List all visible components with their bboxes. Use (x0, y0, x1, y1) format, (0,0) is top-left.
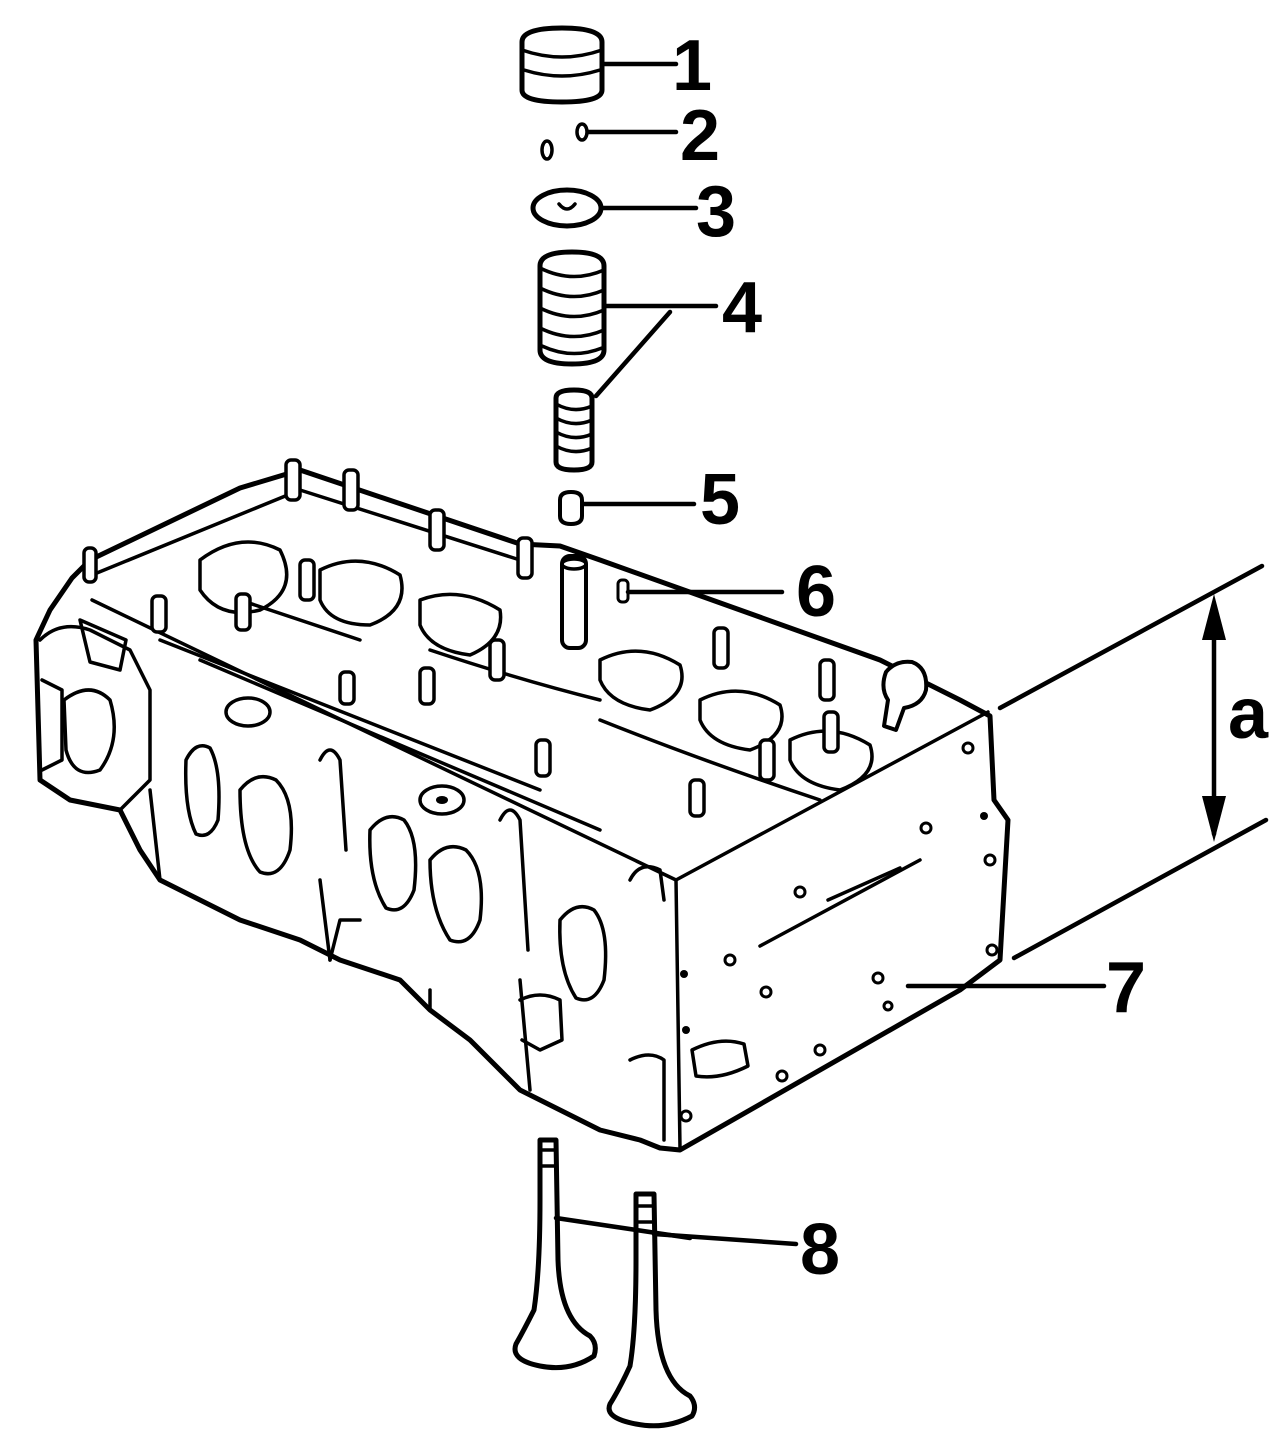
callout-7: 7 (1106, 948, 1146, 1028)
part-1-tappet (519, 25, 605, 105)
callout-8: 8 (800, 1210, 840, 1290)
callout-2: 2 (680, 96, 720, 176)
callout-5: 5 (700, 460, 740, 540)
leader-lines (553, 61, 1107, 1247)
part-5-valve-stem-seal (558, 490, 584, 526)
part-4-inner-valve-spring (553, 387, 595, 473)
part-6-valve-guide (560, 554, 630, 650)
front-face-holes (679, 741, 999, 1123)
callout-labels: 1 2 3 4 5 6 7 8 (672, 26, 1146, 1290)
part-4-outer-valve-spring (537, 249, 607, 367)
side-ports (183, 696, 608, 1002)
dimension-a: a (997, 563, 1269, 961)
part-8-valve-left (512, 1137, 598, 1371)
callout-1: 1 (672, 26, 712, 106)
dimension-a-label: a (1228, 674, 1269, 754)
part-8-valve-right (606, 1191, 698, 1429)
callout-6: 6 (796, 552, 836, 632)
part-7-cylinder-head (33, 458, 1011, 1153)
callout-4: 4 (722, 268, 762, 348)
part-3-spring-retainer (530, 187, 604, 229)
part-2-valve-collets (540, 122, 589, 161)
head-studs (82, 458, 840, 818)
callout-3: 3 (696, 172, 736, 252)
